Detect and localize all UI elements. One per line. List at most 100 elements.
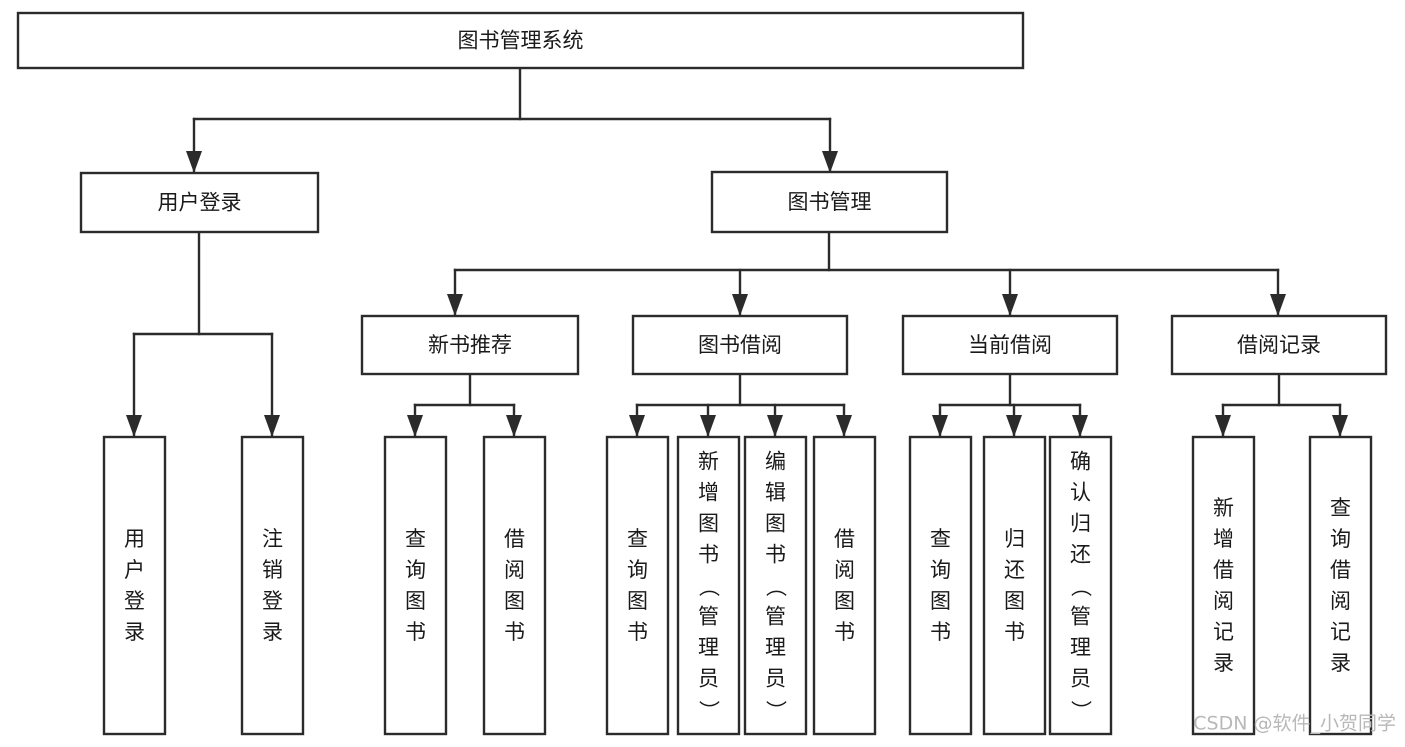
leaf-borrow-book-label-char: 借 xyxy=(834,527,855,551)
node-book-management-system[interactable]: 图书管理系统 xyxy=(16,11,1025,70)
leaf-borrow-book-box[interactable] xyxy=(812,435,877,736)
leaf-logout-label-char: 注 xyxy=(262,527,283,551)
leaf-confirm-return-admin-label-char: 认 xyxy=(1070,481,1091,505)
leaf-add-book-admin-label-char: 图 xyxy=(698,512,719,536)
leaf-query-book-current-label-char: 询 xyxy=(930,558,951,582)
leaf-confirm-return-admin-label-char: 员 xyxy=(1070,667,1091,691)
node-current-borrow[interactable]: 当前借阅 xyxy=(901,314,1119,376)
leaf-confirm-return-admin-label-char: 确 xyxy=(1070,450,1091,474)
leaf-add-borrow-record-label-char: 阅 xyxy=(1213,589,1234,613)
connector-borrow-to-leaves xyxy=(629,372,852,439)
leaf-user-login-label-char: 录 xyxy=(124,620,145,644)
arrow-head-icon xyxy=(1006,415,1022,437)
node-book-borrow[interactable]: 图书借阅 xyxy=(631,314,849,376)
node-book-management-box[interactable] xyxy=(710,170,949,234)
leaf-add-book-admin-label-char: 管 xyxy=(698,605,719,629)
leaf-edit-book-admin-label-char: （ xyxy=(764,576,788,597)
leaf-confirm-return-admin-label-char: 理 xyxy=(1070,636,1091,660)
leaf-edit-book-admin-box[interactable] xyxy=(743,435,808,736)
leaf-add-borrow-record-box[interactable] xyxy=(1191,435,1256,736)
arrow-head-icon xyxy=(836,415,852,437)
node-new-book-recommend[interactable]: 新书推荐 xyxy=(360,314,580,376)
leaf-confirm-return-admin-label-char: 归 xyxy=(1070,512,1091,536)
node-borrow-record[interactable]: 借阅记录 xyxy=(1170,314,1388,376)
leaf-query-book-recommend-label-char: 询 xyxy=(405,558,426,582)
node-new-book-recommend-label: 新书推荐 xyxy=(428,333,512,357)
leaf-query-book-borrow-label-char: 询 xyxy=(627,558,648,582)
leaf-borrow-book-recommend-label-char: 图 xyxy=(504,589,525,613)
leaf-query-book-current-label-char: 图 xyxy=(930,589,951,613)
node-book-management-label: 图书管理 xyxy=(788,190,872,214)
leaf-query-borrow-record-label-char: 询 xyxy=(1330,527,1351,551)
leaf-query-borrow-record-label-char: 查 xyxy=(1330,496,1351,520)
leaf-return-book-box[interactable] xyxy=(982,435,1047,736)
node-current-borrow-box[interactable] xyxy=(901,314,1119,376)
node-user-login-box[interactable] xyxy=(79,171,320,234)
leaf-query-book-borrow-box[interactable] xyxy=(605,435,670,736)
leaf-add-borrow-record-label-char: 录 xyxy=(1213,651,1234,675)
leaf-add-book-admin-label-char: 增 xyxy=(698,481,719,505)
arrow-head-icon xyxy=(186,151,202,173)
node-user-login[interactable]: 用户登录 xyxy=(79,171,320,234)
leaf-confirm-return-admin-label-char: （ xyxy=(1069,576,1093,597)
leaf-edit-book-admin-label-char: 书 xyxy=(765,543,786,567)
leaf-query-book-current-label-char: 查 xyxy=(930,527,951,551)
arrow-head-icon xyxy=(932,415,948,437)
arrow-head-icon xyxy=(1072,415,1088,437)
leaf-query-book-current-box[interactable] xyxy=(908,435,973,736)
leaf-add-borrow-record-label-char: 记 xyxy=(1213,620,1234,644)
node-book-management-system-box[interactable] xyxy=(16,11,1025,70)
leaf-edit-book-admin-label-char: 理 xyxy=(765,636,786,660)
node-book-management[interactable]: 图书管理 xyxy=(710,170,949,234)
node-book-management-system-label: 图书管理系统 xyxy=(458,29,584,53)
arrow-head-icon xyxy=(700,415,716,437)
connector-layer xyxy=(126,66,1348,439)
leaf-borrow-book-recommend-label-char: 书 xyxy=(504,620,525,644)
connector-current-to-leaves xyxy=(932,372,1088,439)
leaf-user-login-box[interactable] xyxy=(102,435,167,736)
leaf-query-book-recommend-box[interactable] xyxy=(383,435,448,736)
leaf-edit-book-admin-label-char: ） xyxy=(764,700,788,721)
leaf-add-borrow-record-label-char: 增 xyxy=(1213,527,1234,551)
leaf-query-book-recommend-label-char: 书 xyxy=(405,620,426,644)
node-new-book-recommend-box[interactable] xyxy=(360,314,580,376)
connector-recommend-to-leaves xyxy=(407,372,522,439)
arrow-head-icon xyxy=(126,415,142,437)
leaf-borrow-book-recommend-label-char: 阅 xyxy=(504,558,525,582)
leaf-edit-book-admin-label-char: 编 xyxy=(765,450,786,474)
leaf-borrow-book-recommend-box[interactable] xyxy=(482,435,547,736)
arrow-head-icon xyxy=(407,415,423,437)
leaf-borrow-book-label-char: 书 xyxy=(834,620,855,644)
leaf-return-book-label-char: 书 xyxy=(1004,620,1025,644)
leaf-query-borrow-record-box[interactable] xyxy=(1308,435,1373,736)
leaf-logout-label-char: 登 xyxy=(262,589,283,613)
leaf-query-book-borrow-label-char: 图 xyxy=(627,589,648,613)
node-borrow-record-label: 借阅记录 xyxy=(1237,333,1321,357)
leaf-return-book-label-char: 图 xyxy=(1004,589,1025,613)
leaf-logout-label-char: 录 xyxy=(262,620,283,644)
node-borrow-record-box[interactable] xyxy=(1170,314,1388,376)
leaf-query-book-borrow-label-char: 查 xyxy=(627,527,648,551)
leaf-logout-label-char: 销 xyxy=(262,558,283,582)
leaf-confirm-return-admin-box[interactable] xyxy=(1048,435,1113,736)
leaf-user-login-label-char: 登 xyxy=(124,589,145,613)
leaf-add-book-admin-box[interactable] xyxy=(676,435,741,736)
leaf-logout-box[interactable] xyxy=(240,435,305,736)
node-book-borrow-box[interactable] xyxy=(631,314,849,376)
arrow-head-icon xyxy=(732,294,748,316)
leaf-user-login[interactable]: 用户登录 xyxy=(102,435,167,736)
leaf-borrow-book-recommend-label-char: 借 xyxy=(504,527,525,551)
